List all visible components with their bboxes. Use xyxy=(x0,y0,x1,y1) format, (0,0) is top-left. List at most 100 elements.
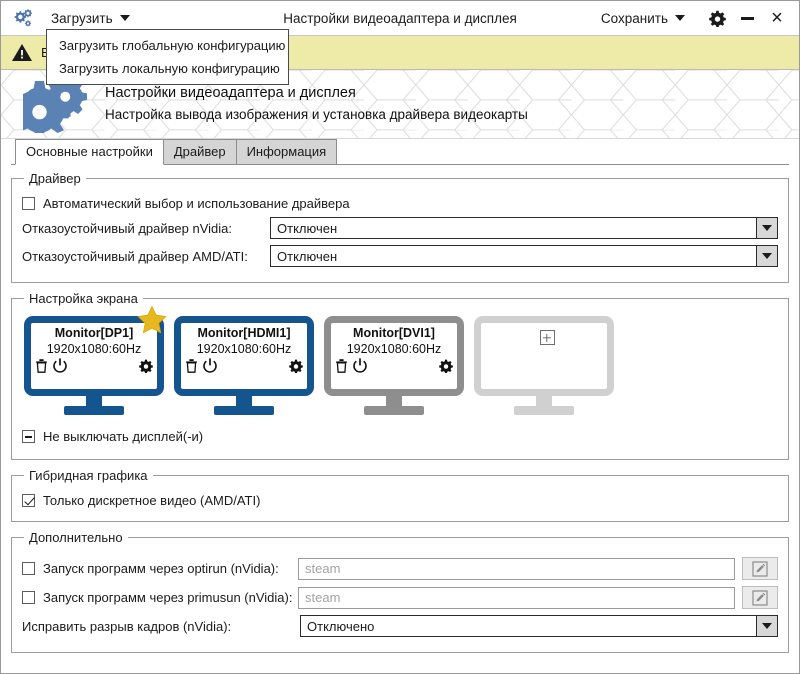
monitor-base xyxy=(364,406,424,415)
trash-icon[interactable] xyxy=(335,358,348,373)
pencil-square-icon xyxy=(752,589,768,606)
no-blank-row: Не выключать дисплей(-и) xyxy=(22,429,778,444)
monitor-name: Monitor[HDMI1] xyxy=(197,326,291,340)
monitor-base xyxy=(514,406,574,415)
power-icon[interactable] xyxy=(203,358,217,373)
tab-content-main-settings: Драйвер Автоматический выбор и использов… xyxy=(1,165,799,673)
monitor-list: Monitor[DP1] 1920x1080:60Hz xyxy=(22,305,778,415)
monitor-base xyxy=(64,406,124,415)
driver-group-legend: Драйвер xyxy=(29,171,81,186)
primusrun-input[interactable]: steam xyxy=(298,586,735,609)
settings-button[interactable] xyxy=(703,4,731,32)
monitor-stand xyxy=(86,396,102,406)
menu-item-load-local[interactable]: Загрузить локальную конфигурацию xyxy=(59,61,280,76)
monitor-frame: Monitor[DVI1] 1920x1080:60Hz xyxy=(324,316,464,396)
load-menu-button[interactable]: Загрузить xyxy=(45,8,136,29)
minimize-icon xyxy=(740,16,754,20)
tearing-select[interactable]: Отключено xyxy=(300,615,778,637)
no-blank-checkbox[interactable] xyxy=(22,430,35,443)
monitor-card-hdmi1[interactable]: Monitor[HDMI1] 1920x1080:60Hz xyxy=(174,316,314,415)
nvidia-fallback-row: Отказоустойчивый драйвер nVidia: Отключе… xyxy=(22,217,778,239)
trash-icon[interactable] xyxy=(35,358,48,373)
advanced-group-legend: Дополнительно xyxy=(29,530,123,545)
monitor-stand xyxy=(236,396,252,406)
discrete-only-row: Только дискретное видео (AMD/ATI) xyxy=(22,493,778,508)
nvidia-fallback-value: Отключен xyxy=(277,220,338,236)
primusrun-row: Запуск программ через primusun (nVidia):… xyxy=(22,586,778,609)
no-blank-label: Не выключать дисплей(-и) xyxy=(43,429,204,444)
monitor-card-add[interactable] xyxy=(474,316,614,415)
warning-triangle-icon xyxy=(12,44,32,61)
monitor-stand xyxy=(386,396,402,406)
gear-icon[interactable] xyxy=(439,359,453,373)
monitor-frame: Monitor[HDMI1] 1920x1080:60Hz xyxy=(174,316,314,396)
chevron-down-icon[interactable] xyxy=(756,246,777,266)
monitor-frame: Monitor[DP1] 1920x1080:60Hz xyxy=(24,316,164,396)
add-icon[interactable] xyxy=(539,330,555,345)
save-menu-button[interactable]: Сохранить xyxy=(595,8,691,29)
optirun-label: Запуск программ через optirun (nVidia): xyxy=(43,561,279,576)
auto-driver-checkbox[interactable] xyxy=(22,197,35,210)
pencil-square-icon xyxy=(752,560,768,577)
amd-fallback-value: Отключен xyxy=(277,248,338,264)
close-icon: × xyxy=(771,7,783,29)
chevron-down-icon xyxy=(119,15,130,21)
optirun-row: Запуск программ через optirun (nVidia): … xyxy=(22,557,778,580)
chevron-down-icon[interactable] xyxy=(756,218,777,238)
screen-settings-group: Настройка экрана Monitor[DP1] 1920x1080:… xyxy=(11,291,789,460)
trash-icon[interactable] xyxy=(185,358,198,373)
discrete-only-checkbox[interactable] xyxy=(22,494,35,507)
optirun-input[interactable]: steam xyxy=(298,557,735,580)
primary-star-icon[interactable] xyxy=(136,305,168,335)
load-dropdown-menu[interactable]: Загрузить глобальную конфигурацию Загруз… xyxy=(46,29,289,85)
primusrun-checkbox[interactable] xyxy=(22,591,35,604)
tab-information[interactable]: Информация xyxy=(235,139,338,165)
tearing-value: Отключено xyxy=(307,618,375,634)
screen-settings-legend: Настройка экрана xyxy=(29,291,138,306)
tearing-row: Исправить разрыв кадров (nVidia): Отключ… xyxy=(22,615,778,637)
tab-driver[interactable]: Драйвер xyxy=(162,139,237,165)
minimize-button[interactable] xyxy=(733,4,761,32)
header-subtitle: Настройка вывода изображения и установка… xyxy=(105,106,528,122)
monitor-mode: 1920x1080:60Hz xyxy=(46,342,142,356)
monitor-name: Monitor[DP1] xyxy=(54,326,134,340)
amd-fallback-label: Отказоустойчивый драйвер AMD/ATI: xyxy=(22,248,248,264)
optirun-edit-button[interactable] xyxy=(742,557,778,580)
power-icon[interactable] xyxy=(353,358,367,373)
nvidia-fallback-select[interactable]: Отключен xyxy=(270,217,778,239)
gear-icon xyxy=(708,10,726,27)
hybrid-graphics-group: Гибридная графика Только дискретное виде… xyxy=(11,468,789,522)
amd-fallback-select[interactable]: Отключен xyxy=(270,245,778,267)
monitor-mode: 1920x1080:60Hz xyxy=(196,342,292,356)
monitor-frame xyxy=(474,316,614,396)
primusrun-label: Запуск программ через primusun (nVidia): xyxy=(43,590,293,605)
load-menu-label: Загрузить xyxy=(51,10,113,26)
hybrid-graphics-legend: Гибридная графика xyxy=(29,468,148,483)
monitor-name: Monitor[DVI1] xyxy=(353,326,435,340)
monitor-card-dvi1[interactable]: Monitor[DVI1] 1920x1080:60Hz xyxy=(324,316,464,415)
monitor-stand xyxy=(536,396,552,406)
optirun-checkbox[interactable] xyxy=(22,562,35,575)
monitor-card-dp1[interactable]: Monitor[DP1] 1920x1080:60Hz xyxy=(24,305,167,415)
auto-driver-label: Автоматический выбор и использование дра… xyxy=(43,196,350,211)
app-gears-icon xyxy=(1,8,45,28)
chevron-down-icon[interactable] xyxy=(756,616,777,636)
save-menu-label: Сохранить xyxy=(600,10,668,26)
gear-icon[interactable] xyxy=(139,359,153,373)
tearing-label: Исправить разрыв кадров (nVidia): xyxy=(22,618,232,634)
chevron-down-icon xyxy=(675,15,685,21)
header-title: Настройки видеоадаптера и дисплея xyxy=(105,85,356,102)
monitor-base xyxy=(214,406,274,415)
menu-item-load-global[interactable]: Загрузить глобальную конфигурацию xyxy=(59,38,286,53)
advanced-group: Дополнительно Запуск программ через opti… xyxy=(11,530,789,653)
close-button[interactable]: × xyxy=(763,4,791,32)
nvidia-fallback-label: Отказоустойчивый драйвер nVidia: xyxy=(22,220,232,236)
primusrun-edit-button[interactable] xyxy=(742,586,778,609)
gear-icon[interactable] xyxy=(289,359,303,373)
discrete-only-label: Только дискретное видео (AMD/ATI) xyxy=(43,493,261,508)
power-icon[interactable] xyxy=(53,358,67,373)
auto-driver-row: Автоматический выбор и использование дра… xyxy=(22,196,778,211)
warning-banner-text: В xyxy=(41,45,50,60)
tab-main-settings[interactable]: Основные настройки xyxy=(15,139,164,165)
